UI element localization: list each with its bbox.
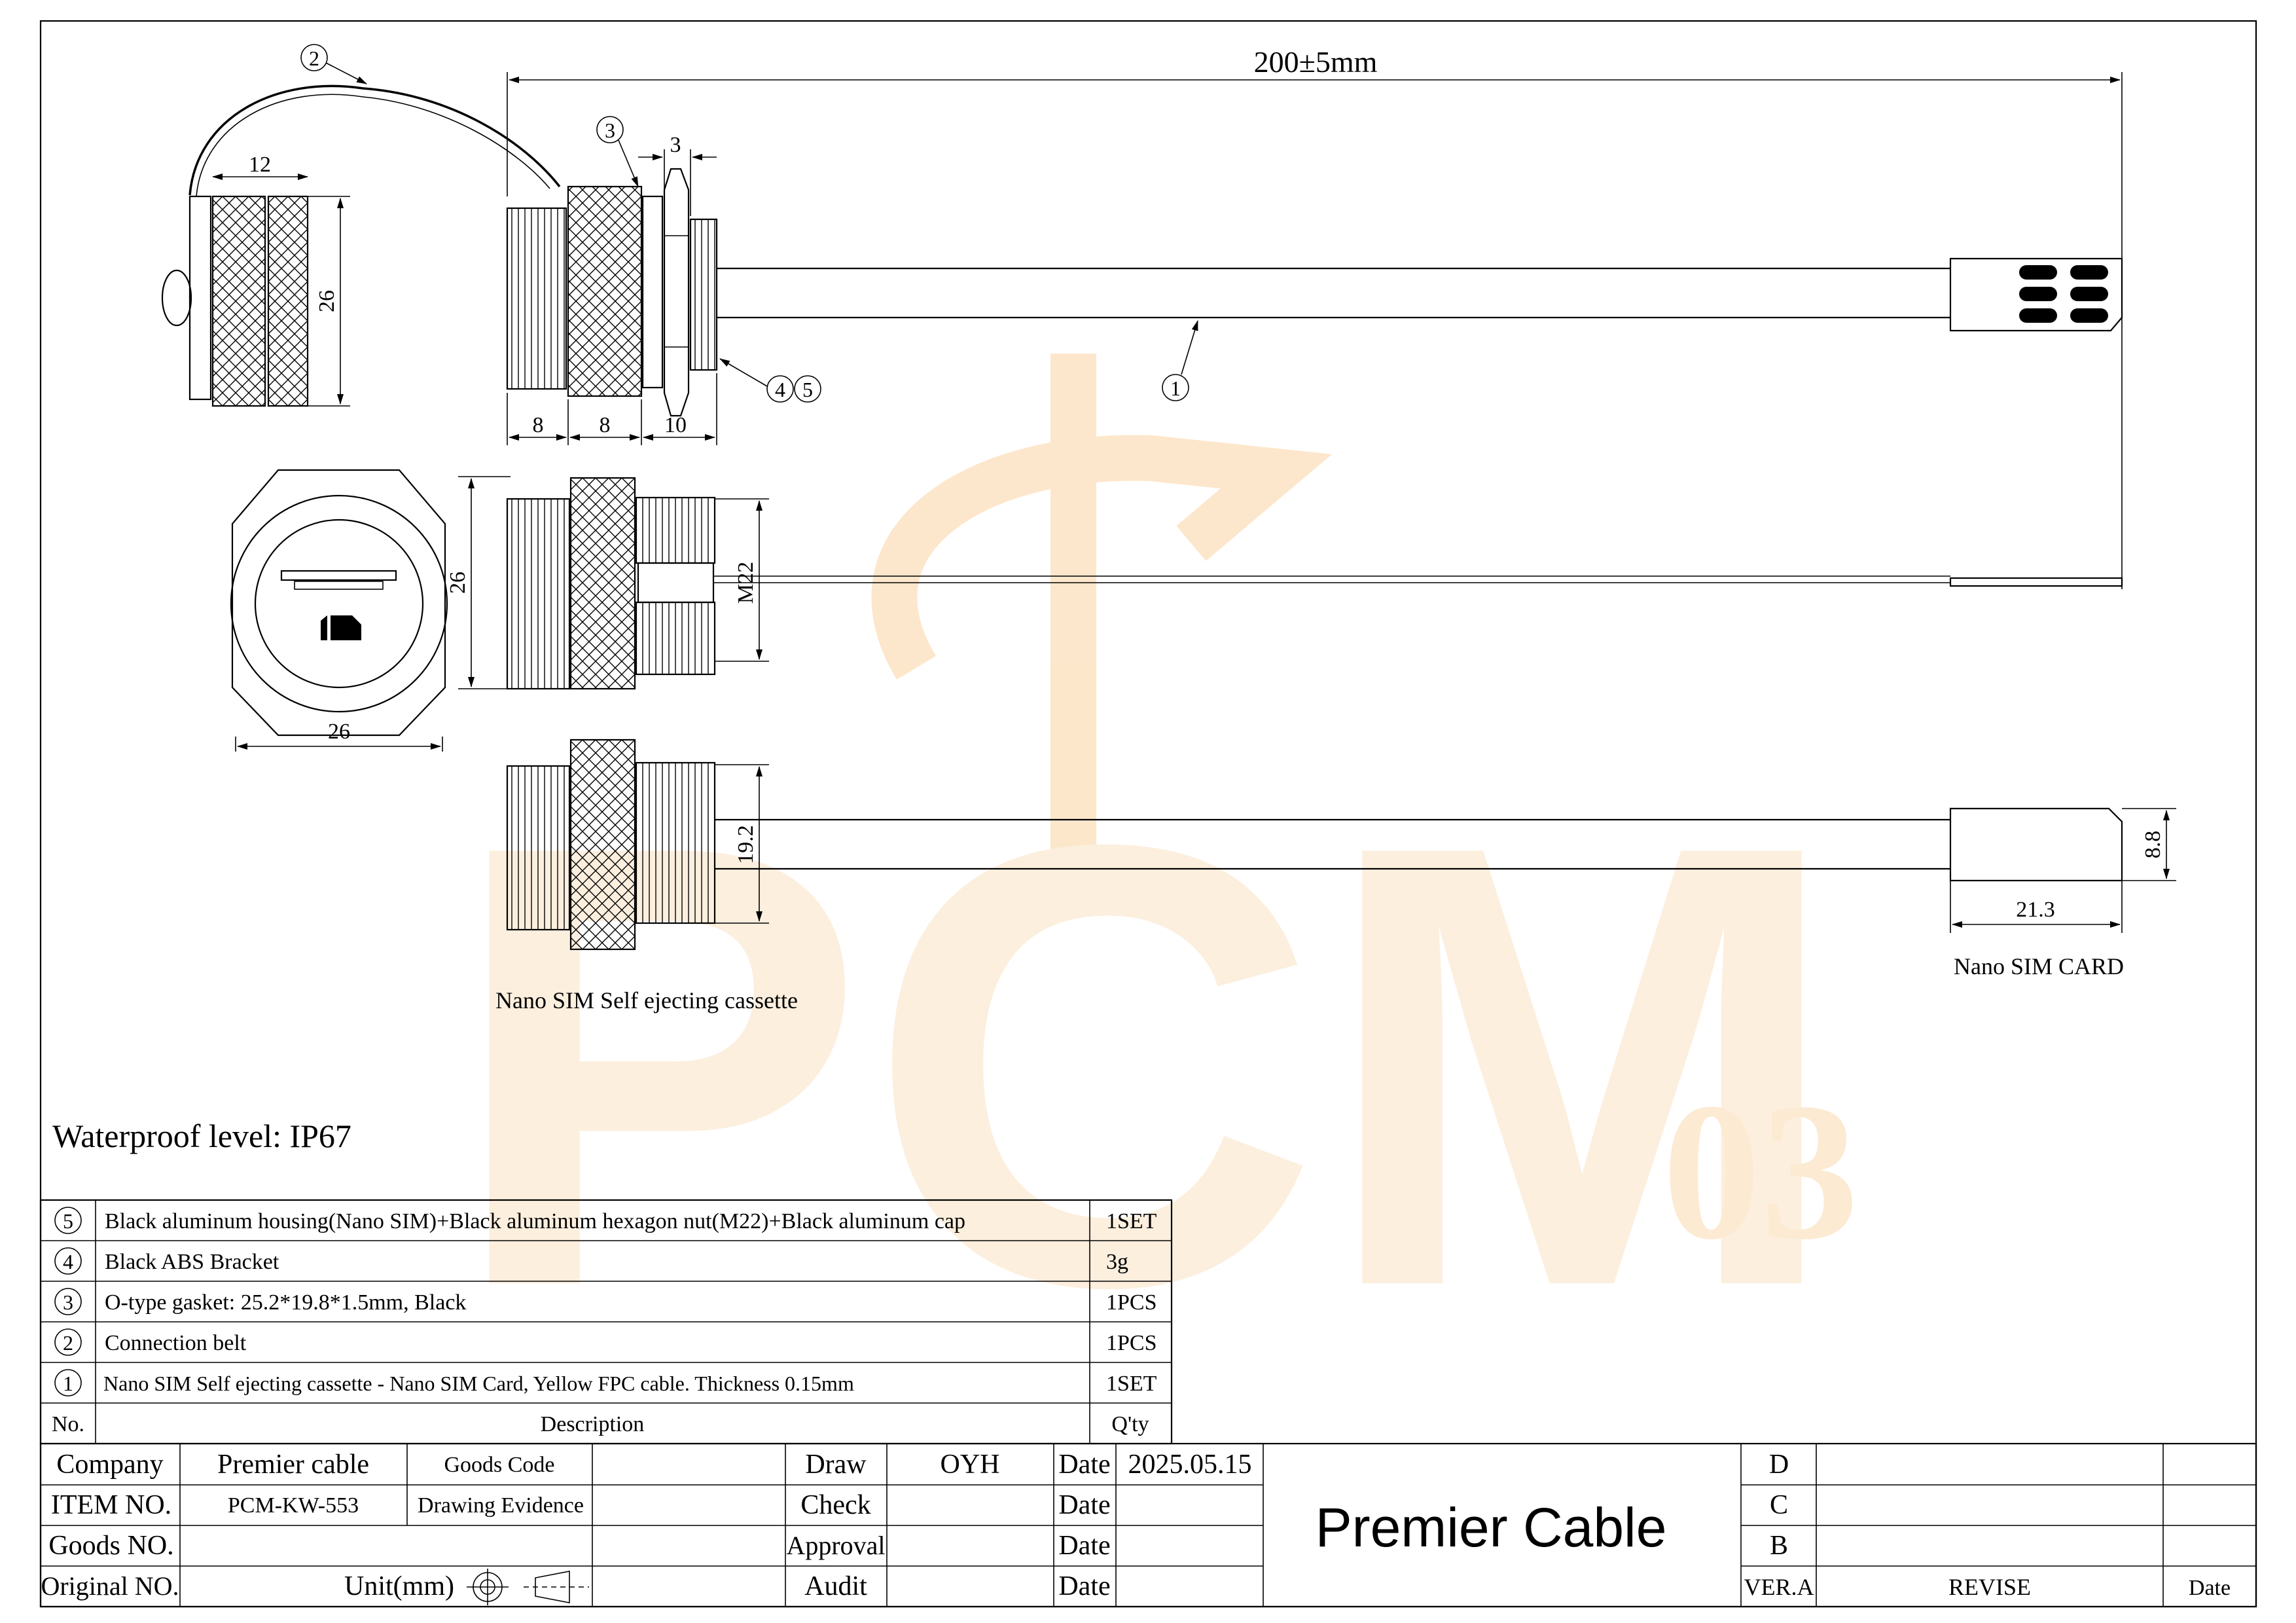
dim-thread-length: 8 (533, 413, 544, 437)
bom-header-qty: Q'ty (1111, 1412, 1149, 1436)
connection-belt (188, 84, 561, 196)
watermark-dollar-swoosh (871, 354, 1333, 903)
watermark-03: 03 (1662, 1063, 1859, 1280)
rev-date-label: Date (2189, 1576, 2231, 1600)
bom-qty: 1PCS (1106, 1290, 1157, 1315)
dim-nut-length: 10 (664, 413, 687, 437)
company-value: Premier cable (217, 1450, 369, 1480)
goods-no-label: Goods NO. (48, 1531, 173, 1561)
side-view: 200±5mm 12 26 8 8 10 3 (161, 45, 2123, 589)
approval-label: Approval (786, 1531, 885, 1560)
dim-cap-width: 12 (249, 153, 271, 177)
label-sim-card: Nano SIM CARD (1954, 953, 2124, 979)
item-no-label: ITEM NO. (51, 1490, 171, 1520)
dim-housing-height: 26 (446, 572, 470, 594)
dim-cap-height: 26 (315, 290, 339, 312)
label-cassette: Nano SIM Self ejecting cassette (495, 987, 798, 1013)
draw-value: OYH (941, 1450, 1000, 1480)
bom-description: Nano SIM Self ejecting cassette - Nano S… (103, 1372, 854, 1395)
bom-row: 4 Black ABS Bracket 3g (54, 1247, 1128, 1275)
bom-qty: 3g (1106, 1250, 1128, 1274)
bom-qty: 1SET (1106, 1372, 1157, 1396)
callout-3: 3 (605, 119, 615, 142)
projection-symbol (467, 1569, 589, 1605)
brand-title: Premier Cable (1316, 1497, 1667, 1558)
callouts: 2 3 4 5 1 (300, 44, 1198, 403)
date-value: 2025.05.15 (1128, 1450, 1252, 1480)
date-label: Date (1058, 1531, 1110, 1561)
bom-header-description: Description (541, 1412, 645, 1436)
drawing-evidence-label: Drawing Evidence (418, 1493, 584, 1518)
original-no-label: Original NO. (41, 1571, 179, 1601)
sim-contacts (2019, 265, 2108, 323)
bom-qty: 1SET (1106, 1209, 1157, 1233)
title-block: Company Premier cable Goods Code ITEM NO… (39, 1442, 2257, 1608)
revise-label: REVISE (1948, 1574, 2031, 1600)
lower-view: 19.2 8.8 21.3 Nano SIM Self ejecting cas… (495, 739, 2176, 1013)
dim-gasket-gap: 3 (670, 133, 681, 157)
date-label: Date (1058, 1450, 1110, 1480)
bom-description: O-type gasket: 25.2*19.8*1.5mm, Black (105, 1290, 466, 1315)
dim-card-length: 21.3 (2016, 898, 2055, 922)
unit-label: Unit(mm) (344, 1571, 454, 1601)
sim-card-top (1949, 257, 2123, 332)
rev-d: D (1769, 1450, 1789, 1480)
dim-knurl-length: 8 (600, 413, 611, 437)
company-label: Company (56, 1450, 163, 1480)
ver-label: VER.A (1744, 1574, 1814, 1600)
bom-row: 2 Connection belt 1PCS (54, 1328, 1157, 1356)
sim-slot (280, 570, 397, 581)
waterproof-level: Waterproof level: IP67 (52, 1118, 351, 1154)
cap-stem (188, 195, 212, 401)
callout-4: 4 (775, 378, 785, 401)
bom-no: 3 (63, 1290, 73, 1314)
bom-qty: 1PCS (1106, 1331, 1157, 1355)
bom-row: 5 Black aluminum housing(Nano SIM)+Black… (54, 1207, 1157, 1234)
callout-5: 5 (802, 378, 813, 401)
cap-knurl-right (267, 195, 309, 407)
check-label: Check (800, 1490, 870, 1520)
dim-hex-width: 26 (328, 720, 350, 744)
bom-no: 5 (63, 1209, 73, 1233)
bom-description: Black aluminum housing(Nano SIM)+Black a… (105, 1209, 965, 1233)
bom-row: 3 O-type gasket: 25.2*19.8*1.5mm, Black … (54, 1288, 1157, 1315)
dim-card-height: 8.8 (2141, 831, 2165, 859)
hex-outline (231, 469, 446, 737)
dim-thread-size: M22 (734, 562, 758, 604)
middle-view: 26 M22 (446, 476, 2123, 690)
draw-label: Draw (805, 1450, 867, 1480)
cap-knurl-left (211, 195, 266, 407)
bom-row: 1 Nano SIM Self ejecting cassette - Nano… (54, 1369, 1157, 1396)
bom-no: 2 (63, 1331, 73, 1355)
bom-table: 5 Black aluminum housing(Nano SIM)+Black… (39, 1199, 1173, 1445)
rev-b: B (1770, 1531, 1788, 1561)
bom-no: 1 (63, 1372, 73, 1395)
housing-thread (506, 207, 567, 390)
sim-card-side (1949, 807, 2123, 882)
rev-c: C (1770, 1490, 1788, 1520)
callout-2: 2 (309, 46, 319, 70)
sim-icon (321, 615, 361, 640)
dim-overall-length: 200±5mm (1254, 45, 1378, 79)
audit-label: Audit (804, 1571, 867, 1601)
bom-header-no: No. (52, 1412, 84, 1436)
bom-description: Black ABS Bracket (105, 1250, 279, 1274)
date-label: Date (1058, 1571, 1110, 1601)
hex-nut (663, 168, 690, 417)
date-label: Date (1058, 1490, 1110, 1520)
bom-description: Connection belt (105, 1331, 247, 1355)
goods-code-label: Goods Code (444, 1453, 554, 1477)
callout-1: 1 (1170, 376, 1181, 400)
bom-no: 4 (63, 1250, 73, 1273)
cap-knob (161, 269, 192, 327)
housing-knurl (567, 185, 643, 397)
dim-inner-height: 19.2 (734, 825, 758, 864)
item-no-value: PCM-KW-553 (228, 1493, 359, 1518)
front-view: 26 (230, 469, 448, 752)
